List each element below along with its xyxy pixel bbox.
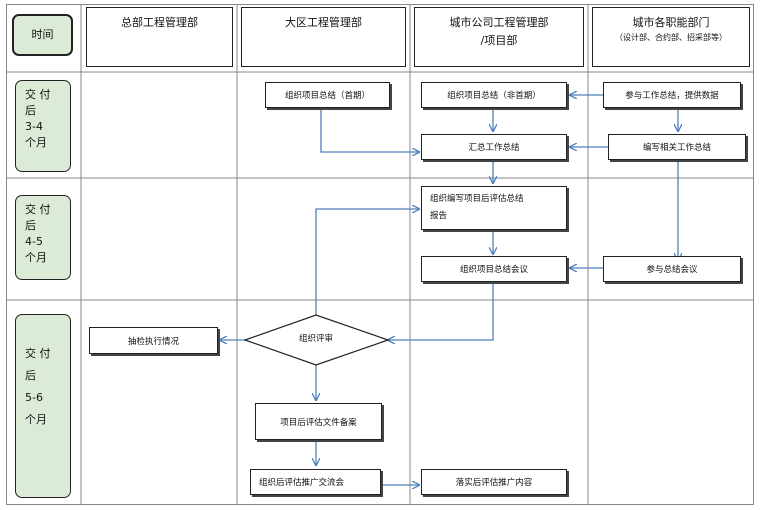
lane-header-region: 大区工程管理部 — [241, 7, 406, 67]
review-diamond — [243, 314, 390, 366]
arrow-first-to-collect — [320, 108, 419, 152]
node-spot-check-label: 抽检执行情况 — [127, 336, 179, 347]
phase-line: 交 付 — [25, 88, 51, 101]
node-implement: 落实后评估推广内容 — [421, 469, 567, 495]
lane-header-functions-line2: （设计部、合约部、招采部等） — [615, 32, 727, 42]
node-collect-summary: 汇总工作总结 — [421, 134, 567, 160]
lane-header-hq-label: 总部工程管理部 — [121, 16, 198, 29]
node-spot-check: 抽检执行情况 — [89, 327, 218, 354]
node-review-label: 组织评审 — [298, 334, 333, 344]
phase-4-5-months: 交 付 后 4-5 个月 — [15, 195, 71, 280]
lane-header-city-line1: 城市公司工程管理部 — [449, 16, 549, 29]
node-summary-meeting-label: 组织项目总结会议 — [459, 265, 528, 275]
node-report-line1: 组织编写项目后评估总结 — [430, 194, 524, 204]
node-implement-label: 落实后评估推广内容 — [455, 478, 533, 488]
node-write-summary: 编写相关工作总结 — [608, 134, 746, 160]
lane-header-region-label: 大区工程管理部 — [285, 16, 362, 29]
lane-header-functions: 城市各职能部门 （设计部、合约部、招采部等） — [592, 7, 750, 67]
node-org-summary-first: 组织项目总结（首期） — [265, 82, 390, 108]
node-report-line2: 报告 — [430, 211, 448, 221]
node-review: 组织评审 — [270, 332, 362, 344]
node-exchange: 组织后评估推广交流会 — [250, 469, 381, 495]
node-attend-meeting-label: 参与总结会议 — [646, 265, 698, 275]
phase-line: 后 — [25, 369, 36, 382]
node-org-summary-nonfirst: 组织项目总结（非首期） — [421, 82, 567, 108]
node-participate-data: 参与工作总结，提供数据 — [603, 82, 741, 108]
node-attend-meeting: 参与总结会议 — [603, 256, 741, 282]
node-org-summary-first-label: 组织项目总结（首期） — [284, 91, 370, 101]
phase-line: 个月 — [25, 413, 47, 426]
phase-line: 个月 — [25, 135, 47, 149]
phase-line: 后 — [25, 218, 36, 232]
time-header: 时间 — [12, 14, 73, 56]
node-exchange-label: 组织后评估推广交流会 — [259, 478, 345, 488]
node-org-summary-nonfirst-label: 组织项目总结（非首期） — [447, 91, 541, 101]
phase-3-4-months: 交 付 后 3-4 个月 — [15, 80, 71, 172]
phase-line: 交 付 — [25, 203, 51, 216]
lane-header-hq: 总部工程管理部 — [86, 7, 233, 67]
lane-header-city: 城市公司工程管理部 /项目部 — [414, 7, 584, 67]
node-participate-data-label: 参与工作总结，提供数据 — [625, 91, 719, 101]
phase-line: 后 — [25, 103, 36, 117]
arrow-meeting-to-review — [388, 282, 494, 340]
phase-line: 4-5 — [25, 234, 43, 248]
phase-line: 交 付 — [25, 347, 51, 360]
phase-5-6-months: 交 付 后 5-6 个月 — [15, 314, 71, 498]
node-archive: 项目后评估文件备案 — [255, 403, 382, 440]
phase-line: 3-4 — [25, 119, 43, 133]
node-summary-meeting: 组织项目总结会议 — [421, 256, 567, 282]
node-archive-label: 项目后评估文件备案 — [280, 417, 357, 428]
arrow-review-back-to-report — [315, 209, 419, 315]
grid-border — [6, 4, 754, 505]
time-header-label: 时间 — [31, 28, 54, 42]
lane-header-city-line2: /项目部 — [480, 33, 518, 47]
lane-header-functions-line1: 城市各职能部门 — [632, 16, 710, 29]
phase-line: 个月 — [25, 250, 47, 264]
phase-line: 5-6 — [25, 391, 43, 404]
node-write-summary-label: 编写相关工作总结 — [642, 143, 711, 153]
node-collect-summary-label: 汇总工作总结 — [468, 143, 520, 153]
node-report: 组织编写项目后评估总结 报告 — [421, 186, 567, 230]
